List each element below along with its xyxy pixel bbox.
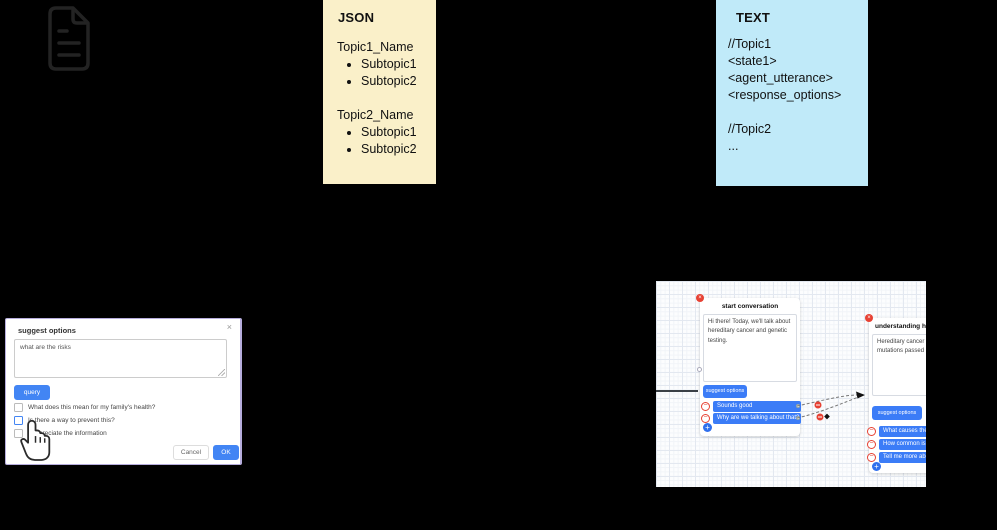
pointer-line xyxy=(656,390,698,392)
dialog-title: suggest options xyxy=(18,326,76,335)
edge-delete-icon xyxy=(814,401,822,409)
checkbox[interactable] xyxy=(14,428,23,438)
flow-node-understanding-hereditary[interactable]: understanding hered Hereditary cancer is… xyxy=(865,314,926,473)
option-text: Tell me more about ge xyxy=(883,454,926,460)
subtopic-item: Subtopic1 xyxy=(361,56,436,73)
edge-delete-icon xyxy=(816,413,824,421)
node-title: start conversation xyxy=(721,303,779,310)
suggest-options-button[interactable]: suggest options xyxy=(703,385,747,398)
agent-utterance-textarea[interactable]: Hi there! Today, we'll talk about heredi… xyxy=(703,314,797,382)
checkbox-row[interactable]: What does this mean for my family's heal… xyxy=(14,402,155,412)
checkbox-label: I appreciate the information xyxy=(28,429,107,437)
add-option-icon[interactable] xyxy=(872,462,881,471)
text-box-title: TEXT xyxy=(736,10,771,25)
response-option-row[interactable]: Tell me more about ge xyxy=(867,452,926,463)
topic-name: Topic2_Name xyxy=(337,108,414,122)
utterance-text: Hereditary cancer is caused xyxy=(877,339,926,345)
query-button[interactable]: query xyxy=(14,385,50,400)
utterance-text: mutations passed down fro xyxy=(877,348,926,355)
flow-editor-canvas[interactable]: start conversation Hi there! Today, we'l… xyxy=(656,281,926,487)
response-option-pill[interactable]: Tell me more about ge xyxy=(879,452,926,463)
add-option-icon[interactable] xyxy=(703,423,712,432)
remove-option-icon[interactable] xyxy=(701,402,710,411)
response-option-pill[interactable]: Sounds good xyxy=(713,401,801,412)
text-line: <agent_utterance> xyxy=(728,71,833,85)
option-text: How common is heredi xyxy=(883,441,926,447)
remove-option-icon[interactable] xyxy=(701,414,710,423)
flow-node-start-conversation[interactable]: start conversation Hi there! Today, we'l… xyxy=(696,294,801,436)
topic-name: Topic1_Name xyxy=(337,40,414,54)
topic-group: Topic2_Name Subtopic1 Subtopic2 xyxy=(337,107,436,158)
option-text: Sounds good xyxy=(717,403,753,409)
cancel-button[interactable]: Cancel xyxy=(173,445,209,460)
checkbox[interactable] xyxy=(14,402,23,412)
text-line: //Topic1 xyxy=(728,37,772,51)
subtopic-item: Subtopic2 xyxy=(361,141,436,158)
checkbox-label: Is there a way to prevent this? xyxy=(28,416,115,424)
hand-pointer-cursor-icon xyxy=(20,419,51,461)
remove-option-icon[interactable] xyxy=(867,427,876,436)
json-box-body: Topic1_Name Subtopic1 Subtopic2 Topic2_N… xyxy=(323,25,436,158)
response-option-pill[interactable]: Why are we talking about that? xyxy=(713,413,801,424)
ok-button[interactable]: OK xyxy=(213,445,239,460)
response-option-row[interactable]: Why are we talking about that? xyxy=(701,413,801,424)
arrowhead-icon xyxy=(856,391,865,399)
node-input-port[interactable] xyxy=(697,367,702,372)
checkbox[interactable] xyxy=(14,415,23,425)
text-box-body: //Topic1 <state1> <agent_utterance> <res… xyxy=(716,25,868,155)
option-output-port[interactable] xyxy=(796,416,800,420)
remove-option-icon[interactable] xyxy=(867,453,876,462)
checkbox-label: What does this mean for my family's heal… xyxy=(28,403,156,411)
suggest-options-dialog: suggest options × what are the risks que… xyxy=(5,318,242,465)
response-option-row[interactable]: Sounds good xyxy=(701,401,801,412)
edge-handle-icon xyxy=(824,413,830,420)
text-line: <state1> xyxy=(728,54,777,68)
json-box-title: JSON xyxy=(338,10,375,25)
delete-node-icon[interactable] xyxy=(865,314,873,322)
response-option-row[interactable]: How common is heredi xyxy=(867,439,926,450)
checkbox-row[interactable]: I appreciate the information xyxy=(14,428,107,438)
text-box: TEXT //Topic1 <state1> <agent_utterance>… xyxy=(716,0,868,186)
subtopic-item: Subtopic1 xyxy=(361,124,436,141)
option-text: What causes these mu xyxy=(883,428,926,434)
query-textarea[interactable]: what are the risks xyxy=(14,339,227,378)
response-option-pill[interactable]: What causes these mu xyxy=(879,426,926,437)
topic-group: Topic1_Name Subtopic1 Subtopic2 xyxy=(337,39,436,90)
option-output-port[interactable] xyxy=(796,404,800,408)
query-text: what are the risks xyxy=(20,344,71,351)
option-text: Why are we talking about that? xyxy=(717,415,800,421)
subtopic-item: Subtopic2 xyxy=(361,73,436,90)
document-icon xyxy=(48,6,90,71)
text-line: ... xyxy=(728,139,739,153)
remove-option-icon[interactable] xyxy=(867,440,876,449)
response-option-pill[interactable]: How common is heredi xyxy=(879,439,926,450)
close-icon[interactable]: × xyxy=(226,322,232,332)
json-box: JSON Topic1_Name Subtopic1 Subtopic2 Top… xyxy=(323,0,436,184)
suggest-options-button[interactable]: suggest options xyxy=(872,406,922,420)
text-line: //Topic2 xyxy=(728,122,772,136)
resize-handle-icon[interactable] xyxy=(218,369,225,376)
node-title: understanding hered xyxy=(875,323,926,330)
response-option-row[interactable]: What causes these mu xyxy=(867,426,926,437)
utterance-text: Hi there! Today, we'll talk about heredi… xyxy=(708,319,791,344)
agent-utterance-textarea[interactable]: Hereditary cancer is caused mutations pa… xyxy=(872,334,926,396)
checkbox-row[interactable]: Is there a way to prevent this? xyxy=(14,415,115,425)
delete-node-icon[interactable] xyxy=(696,294,704,302)
text-line: <response_options> xyxy=(728,88,842,102)
